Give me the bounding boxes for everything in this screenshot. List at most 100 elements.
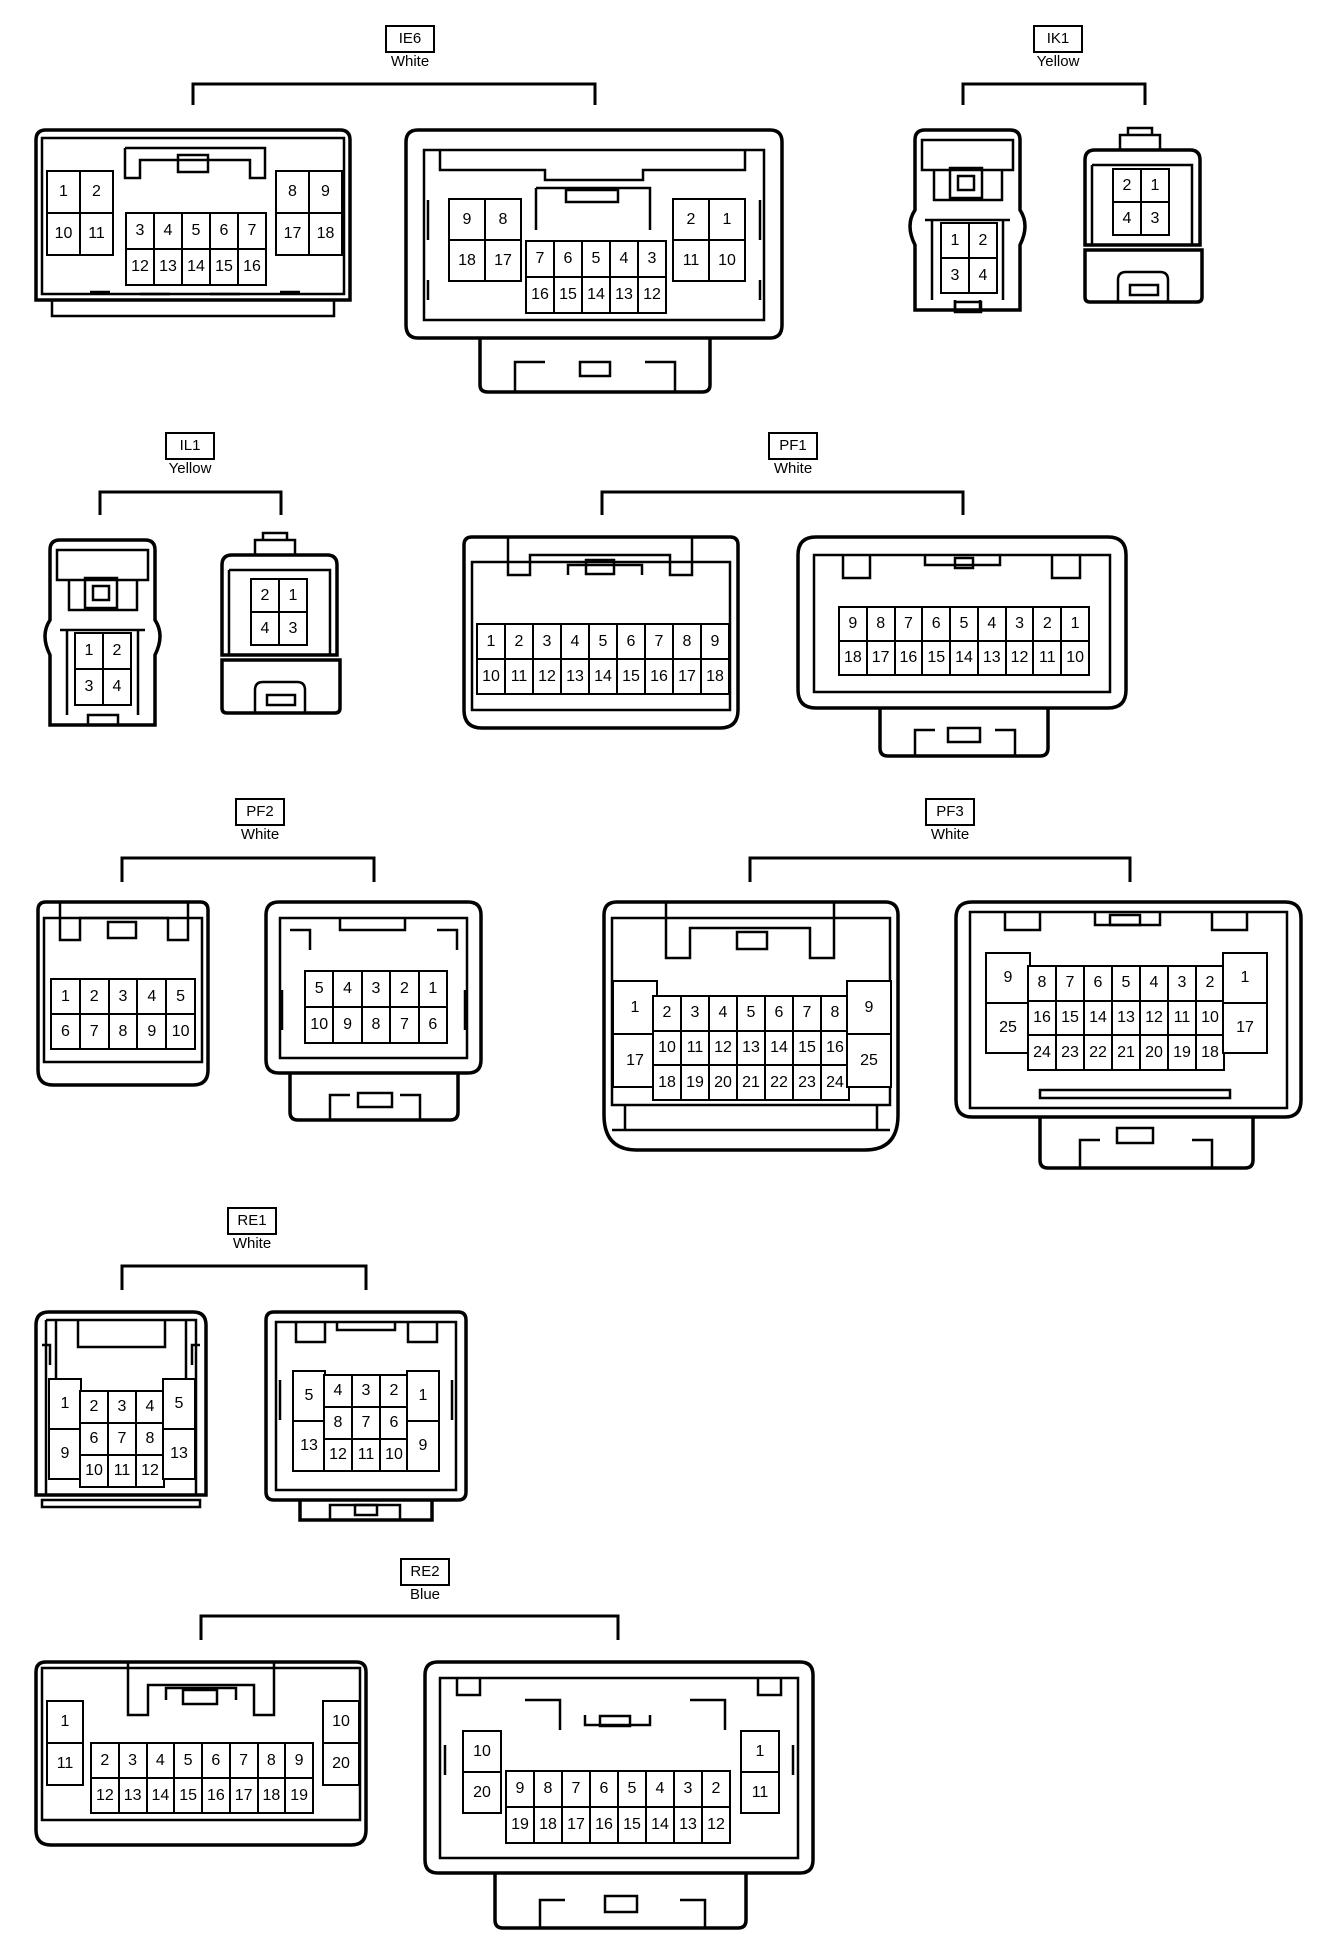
- pin-cell: 22: [1085, 1036, 1113, 1071]
- pin-cell: 1: [942, 224, 970, 259]
- pin-cell: 11: [682, 1031, 710, 1067]
- pin-cell: 2: [252, 580, 280, 613]
- pin-cell: 2: [104, 634, 132, 670]
- il1-left-housing: [43, 538, 162, 727]
- ie6-left-housing: [34, 128, 352, 318]
- pin-cell: 1: [478, 625, 506, 660]
- connector-color: White: [240, 826, 280, 843]
- re2-left-housing: [34, 1660, 368, 1847]
- pin-cell: 20: [464, 1773, 502, 1814]
- pin-cell: 16: [646, 660, 674, 695]
- connector-id: IL1: [165, 432, 215, 460]
- pin-cell: 9: [50, 1430, 82, 1480]
- pin-cell: 13: [675, 1808, 703, 1844]
- pin-cell: 1: [1142, 170, 1170, 203]
- pin-cell: 17: [1224, 1004, 1268, 1054]
- pin-cell: 19: [507, 1808, 535, 1844]
- pin-cell: 4: [1114, 203, 1142, 236]
- pin-cell: 16: [591, 1808, 619, 1844]
- pin-cell: 13: [611, 278, 639, 314]
- pin-cell: 6: [419, 1008, 448, 1044]
- pin-cell: 18: [702, 660, 730, 695]
- il1-right-housing: [220, 531, 342, 715]
- pin-cell: 15: [794, 1031, 822, 1067]
- pin-cell: 7: [80, 1015, 110, 1050]
- pin-cell: 10: [306, 1008, 335, 1044]
- pin-cell: 8: [277, 172, 310, 214]
- pin-cell: 14: [147, 1779, 176, 1814]
- pin-cell: 2: [703, 1772, 731, 1808]
- pin-cell: 13: [294, 1422, 326, 1472]
- connector-label: IL1 Yellow: [150, 432, 230, 477]
- pin-cell: 11: [674, 241, 710, 282]
- pin-cell: 4: [252, 613, 280, 646]
- pin-cell: 2: [381, 1376, 409, 1408]
- pin-cell: 5: [164, 1380, 196, 1430]
- pin-cell: 7: [895, 608, 924, 642]
- pin-cell: 3: [1006, 608, 1035, 642]
- pin-cell: 9: [334, 1008, 363, 1044]
- pin-cell: 4: [138, 980, 168, 1015]
- connector-label: PF1 White: [753, 432, 833, 477]
- pin-cell: 4: [325, 1376, 353, 1408]
- ik1-left-housing: [908, 128, 1027, 314]
- pin-cell: 7: [391, 1008, 420, 1044]
- pin-cell: 5: [619, 1772, 647, 1808]
- pin-cell: 9: [310, 172, 343, 214]
- pin-cell: 2: [1114, 170, 1142, 203]
- pin-cell: 4: [104, 670, 132, 706]
- pin-cell: 7: [563, 1772, 591, 1808]
- pin-cell: 19: [682, 1066, 710, 1101]
- pin-cell: 11: [81, 214, 114, 256]
- pin-cell: 19: [1169, 1036, 1197, 1071]
- pin-cell: 12: [1141, 1001, 1169, 1037]
- pin-cell: 10: [1062, 642, 1090, 676]
- pin-cell: 12: [137, 1456, 165, 1488]
- pin-cell: 7: [239, 214, 267, 250]
- pin-cell: 15: [619, 1808, 647, 1844]
- pin-cell: 2: [970, 224, 998, 259]
- pin-cell: 7: [1057, 967, 1085, 1002]
- pin-cell: 3: [280, 613, 308, 646]
- pin-cell: 3: [353, 1376, 381, 1408]
- pin-cell: 3: [127, 214, 155, 250]
- pin-cell: 16: [527, 278, 555, 314]
- pin-cell: 6: [381, 1408, 409, 1440]
- pin-cell: 16: [239, 250, 267, 286]
- pin-cell: 6: [555, 242, 583, 278]
- pin-cell: 13: [119, 1779, 148, 1814]
- pin-cell: 4: [647, 1772, 675, 1808]
- pf1-left-housing: [462, 535, 740, 730]
- pin-cell: 10: [654, 1031, 682, 1067]
- pin-cell: 14: [647, 1808, 675, 1844]
- pin-cell: 13: [1113, 1001, 1141, 1037]
- connector-color: White: [232, 1235, 272, 1252]
- pin-cell: 3: [76, 670, 104, 706]
- pin-cell: 21: [1113, 1036, 1141, 1071]
- pin-cell: 17: [277, 214, 310, 256]
- connector-label: PF3 White: [910, 798, 990, 843]
- pin-cell: 9: [286, 1744, 314, 1779]
- pin-cell: 15: [923, 642, 952, 676]
- ie6-right-housing: [404, 128, 784, 394]
- pin-cell: 12: [534, 660, 562, 695]
- pin-cell: 11: [506, 660, 534, 695]
- pin-cell: 5: [167, 980, 196, 1015]
- pin-cell: 10: [710, 241, 746, 282]
- connector-color: White: [930, 826, 970, 843]
- pin-cell: 10: [381, 1440, 409, 1472]
- pin-cell: 6: [203, 1744, 231, 1779]
